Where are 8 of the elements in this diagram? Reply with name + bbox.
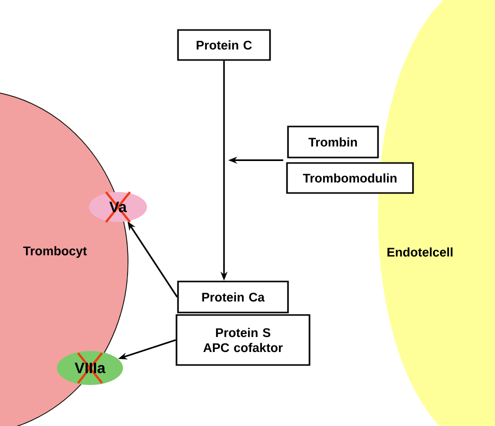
cell-shape: [0, 90, 128, 426]
protein-box: Trombin: [287, 126, 379, 158]
protein-box: Protein Ca: [177, 280, 289, 314]
cell-label: Trombocyt: [23, 246, 87, 258]
protein-box: Protein S APC cofaktor: [176, 314, 310, 366]
protein-box: Trombomodulin: [286, 162, 414, 194]
protein-box: Protein C: [177, 29, 271, 61]
cell-label: Endotelcell: [388, 247, 452, 257]
